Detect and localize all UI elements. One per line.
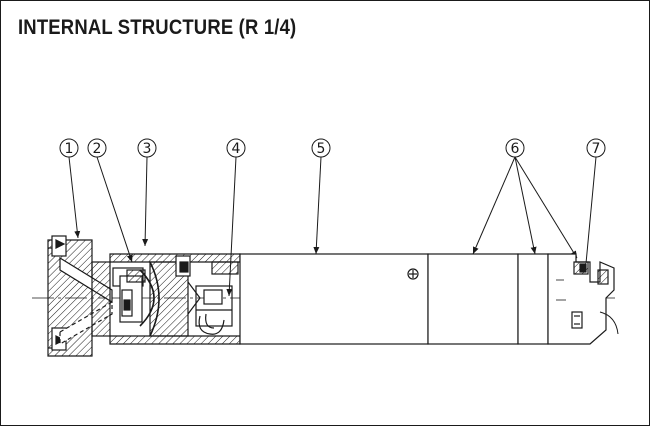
callout-4: 4 — [226, 138, 246, 158]
callout-5-label: 5 — [317, 141, 326, 157]
leader-line-5 — [313, 156, 322, 255]
callout-7-label: 7 — [592, 141, 601, 157]
leader-line-3 — [142, 156, 149, 247]
tube-segments — [427, 253, 549, 345]
callout-4-label: 4 — [232, 141, 241, 157]
leader-line-6c — [514, 156, 578, 259]
callout-2: 2 — [87, 138, 107, 158]
body-section — [91, 253, 241, 345]
motor-assembly — [195, 261, 239, 335]
leader-line-4 — [226, 156, 237, 297]
right-end-cap — [547, 253, 619, 345]
leader-line-1 — [68, 156, 81, 239]
callout-1: 1 — [59, 138, 79, 158]
callout-6-label: 6 — [511, 141, 520, 157]
callout-7: 7 — [586, 138, 606, 158]
callout-1-label: 1 — [65, 141, 74, 157]
leader-line-6a — [472, 156, 516, 255]
callout-2-label: 2 — [93, 141, 102, 157]
callout-3: 3 — [137, 138, 157, 158]
leader-line-2 — [96, 156, 133, 263]
callout-6: 6 — [505, 138, 525, 158]
callout-group: 1 2 3 4 5 6 7 — [59, 138, 606, 158]
tube-section — [239, 253, 429, 345]
callout-3-label: 3 — [143, 141, 152, 157]
leader-line-7 — [582, 156, 597, 275]
diagram-title: INTERNAL STRUCTURE (R 1/4) — [18, 16, 297, 39]
callout-5: 5 — [311, 138, 331, 158]
leader-line-6b — [514, 156, 537, 255]
